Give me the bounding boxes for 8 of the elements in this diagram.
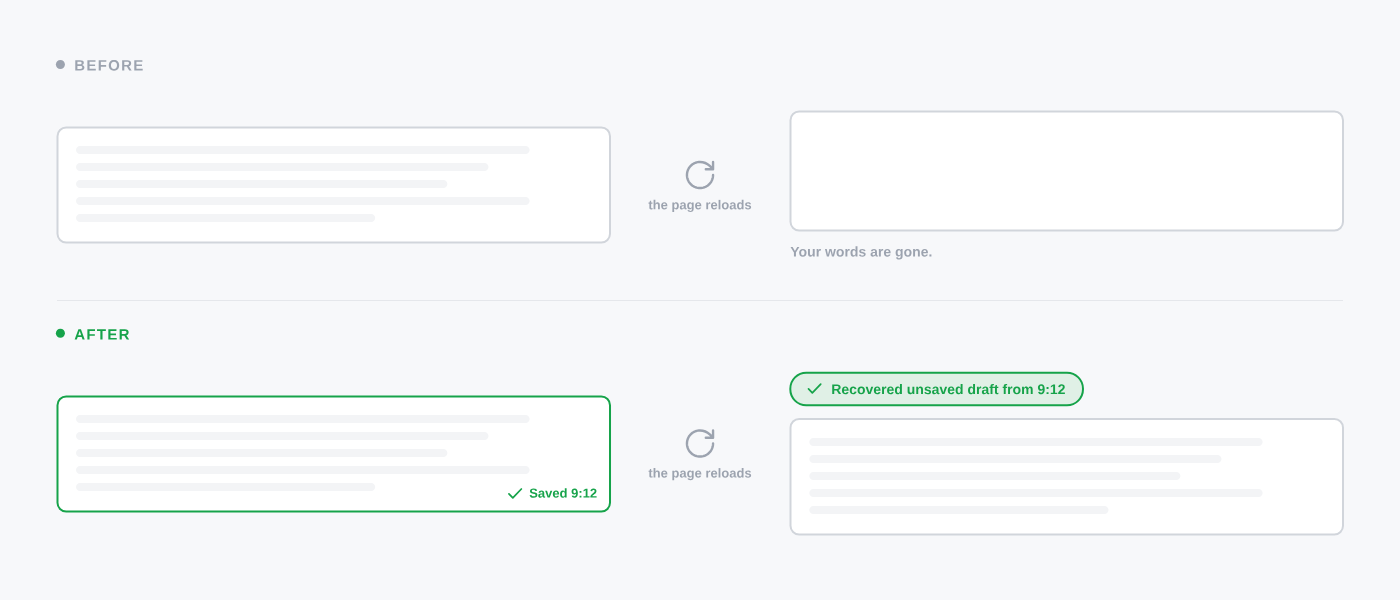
editor-box <box>789 110 1344 232</box>
step-caption: the page reloads <box>648 468 752 481</box>
status-badge: Recovered unsaved draft from 9:12 <box>789 371 1084 407</box>
status-message: Your words are gone. <box>790 246 932 260</box>
section-heading: BEFORE <box>75 60 143 71</box>
step-caption: the page reloads <box>648 199 752 213</box>
section-heading: AFTER <box>74 329 130 340</box>
saved-status: Saved 9:12 <box>529 488 597 498</box>
